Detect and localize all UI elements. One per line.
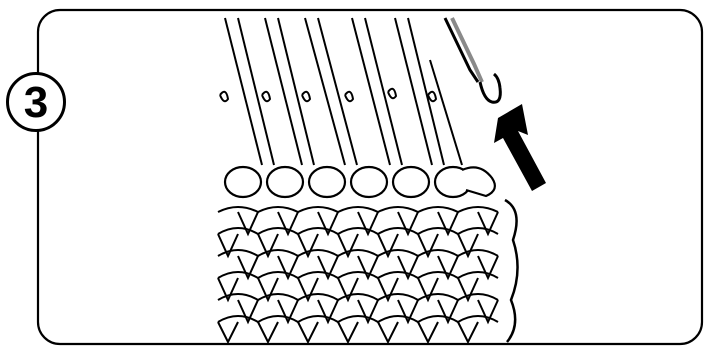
step-number-badge: 3: [6, 72, 66, 132]
knitted-fabric: [215, 200, 518, 342]
step-number: 3: [24, 81, 48, 125]
